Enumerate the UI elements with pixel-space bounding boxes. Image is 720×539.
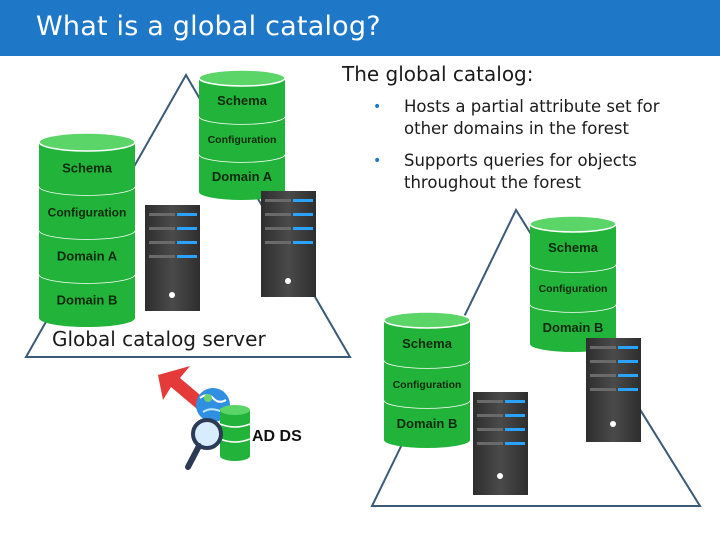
gc-database-stack: Domain B Domain A Configuration Schema: [38, 132, 136, 327]
global-catalog-server-label: Global catalog server: [52, 327, 266, 351]
database-disk-label: Configuration: [48, 206, 127, 220]
database-disk: Schema: [38, 132, 136, 195]
database-disk-label: Domain B: [397, 416, 458, 431]
server-icon: [586, 338, 641, 442]
server-icon: [261, 191, 316, 297]
database-disk-label: Schema: [548, 240, 599, 255]
database-disk-label: Domain B: [543, 320, 604, 335]
database-disk-label: Configuration: [393, 379, 462, 391]
dc-b-database-stack-1: Domain B Configuration Schema: [383, 311, 471, 448]
dc-b-database-stack-2: Domain B Configuration Schema: [529, 215, 617, 352]
database-disk-label: Domain A: [212, 169, 273, 184]
database-disk: Schema: [383, 311, 471, 368]
database-disk-label: Schema: [402, 336, 453, 351]
database-disk-label: Schema: [217, 93, 268, 108]
server-icon: [473, 392, 528, 495]
database-disk-label: Domain B: [57, 293, 118, 308]
database-disk: Schema: [529, 215, 617, 272]
adds-icon-group: [158, 366, 251, 470]
title-bar: What is a global catalog?: [0, 0, 720, 56]
server-icon: [145, 205, 200, 311]
database-disk-label: Configuration: [208, 134, 277, 146]
bullets-heading: The global catalog:: [342, 62, 534, 86]
slide-title: What is a global catalog?: [36, 11, 381, 42]
database-disk: Schema: [198, 69, 286, 124]
dc-a-database-stack: Domain A Configuration Schema: [198, 69, 286, 200]
magnifier-icon: [185, 418, 223, 470]
database-disk-label: Domain A: [57, 249, 118, 264]
database-disk-label: Schema: [62, 161, 113, 176]
database-disk-label: Configuration: [539, 283, 608, 295]
adds-label: AD DS: [252, 428, 302, 445]
database-icon: [219, 405, 251, 461]
